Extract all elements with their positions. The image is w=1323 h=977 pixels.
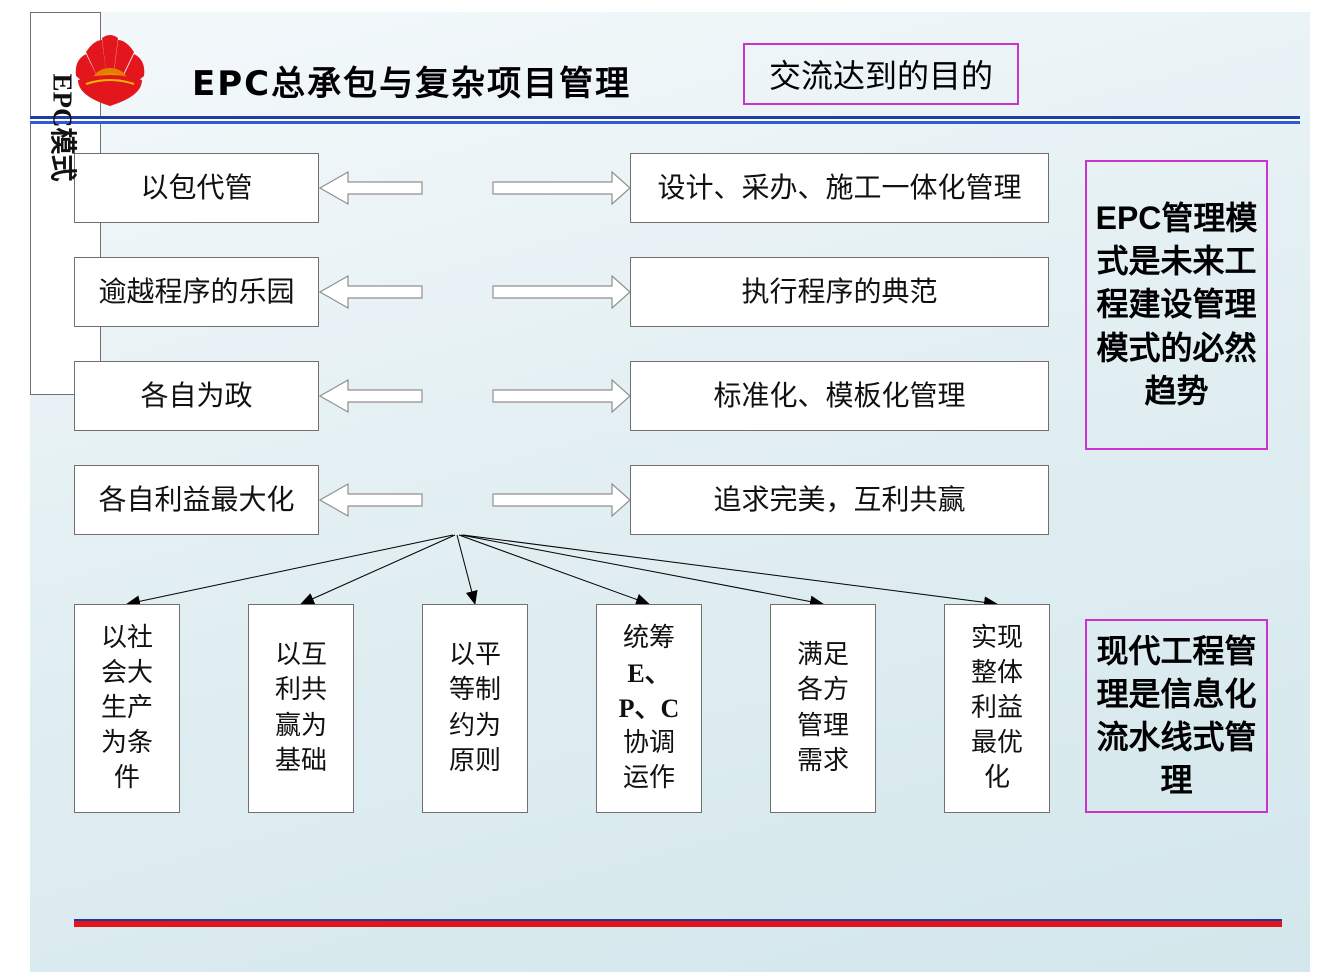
bottom-item-line: 化 xyxy=(983,763,1010,794)
left-item-label: 各自利益最大化 xyxy=(98,483,295,517)
right-item: 标准化、模板化管理 xyxy=(630,361,1049,431)
bottom-item-line: 基础 xyxy=(274,745,327,776)
right-block-arrow xyxy=(492,274,631,310)
right-item: 追求完美，互利共赢 xyxy=(630,465,1049,535)
right-item-label: 设计、采办、施工一体化管理 xyxy=(657,171,1022,205)
bottom-item-line: P、C xyxy=(618,693,680,723)
bottom-item-line: 协调 xyxy=(622,728,675,759)
bottom-item-line: E、 xyxy=(627,658,671,688)
bottom-item-line: 运作 xyxy=(622,763,675,794)
right-item: 设计、采办、施工一体化管理 xyxy=(630,153,1049,223)
bottom-item-line: 以社 xyxy=(100,622,153,653)
bottom-item-text: 以社 会大 生产 为条 件 xyxy=(101,621,153,796)
bottom-item-line: 实现 xyxy=(970,622,1023,653)
bottom-item-text: 以互 利共 赢为 基础 xyxy=(275,638,327,778)
bottom-item-text: 统筹 E、 P、C 协调 运作 xyxy=(619,621,680,796)
petrochina-logo-icon xyxy=(75,35,145,106)
left-block-arrow xyxy=(318,378,423,414)
fan-arrow xyxy=(458,534,650,606)
bottom-item-line: 利益 xyxy=(970,692,1023,723)
title-divider xyxy=(30,116,1300,124)
left-block-arrow xyxy=(318,482,423,518)
left-block-arrow xyxy=(318,170,423,206)
slide: EPC总承包与复杂项目管理 交流达到的目的 以包代管 逾越程序的乐园 各自为政 … xyxy=(30,12,1310,972)
bottom-item-text: 以平 等制 约为 原则 xyxy=(449,638,501,778)
fan-arrow xyxy=(126,534,454,608)
bottom-item-line: 需求 xyxy=(796,745,849,776)
left-item: 逾越程序的乐园 xyxy=(74,257,319,327)
right-block-arrow xyxy=(492,378,631,414)
bottom-item-line: 赢为 xyxy=(274,710,327,741)
left-item: 各自利益最大化 xyxy=(74,465,319,535)
bottom-item-line: 为条 xyxy=(100,728,153,759)
left-block-arrows xyxy=(318,170,423,518)
page-title: EPC总承包与复杂项目管理 xyxy=(192,64,632,104)
bottom-item-line: 等制 xyxy=(448,675,501,706)
connector-layer xyxy=(126,170,998,609)
side-note-info: 现代工程管理是信息化流水线式管理 xyxy=(1085,619,1268,813)
fan-arrow xyxy=(300,534,456,605)
fan-arrow xyxy=(456,534,478,605)
bottom-item-line: 管理 xyxy=(796,710,849,741)
bottom-item-line: 以互 xyxy=(274,640,327,671)
bottom-item: 以平 等制 约为 原则 xyxy=(422,604,528,813)
bottom-item: 以互 利共 赢为 基础 xyxy=(248,604,354,813)
bottom-item: 满足 各方 管理 需求 xyxy=(770,604,876,813)
bottom-item-line: 生产 xyxy=(100,692,153,723)
right-block-arrows xyxy=(492,170,631,518)
bottom-item-line: 统筹 xyxy=(622,622,675,653)
bottom-item-line: 会大 xyxy=(100,657,153,688)
bottom-item: 实现 整体 利益 最优 化 xyxy=(944,604,1050,813)
bottom-item-text: 实现 整体 利益 最优 化 xyxy=(971,621,1023,796)
fan-arrow xyxy=(460,534,824,608)
bottom-item-line: 原则 xyxy=(448,745,501,776)
right-block-arrow xyxy=(492,482,631,518)
bottom-item-line: 最优 xyxy=(970,728,1023,759)
bottom-item-line: 约为 xyxy=(448,710,501,741)
subtitle-box: 交流达到的目的 xyxy=(743,43,1019,105)
center-node-label: EPC模式 xyxy=(47,73,78,182)
left-item-label: 逾越程序的乐园 xyxy=(98,275,295,309)
side-note-text: 现代工程管理是信息化流水线式管理 xyxy=(1096,632,1257,799)
fan-arrows xyxy=(126,534,998,609)
side-note-trend: EPC管理模式是未来工程建设管理模式的必然趋势 xyxy=(1085,160,1268,450)
bottom-item-line: 件 xyxy=(113,763,140,794)
right-item-label: 执行程序的典范 xyxy=(741,275,938,309)
fan-arrow xyxy=(462,534,998,609)
left-block-arrow xyxy=(318,274,423,310)
left-item: 以包代管 xyxy=(74,153,319,223)
bottom-item: 以社 会大 生产 为条 件 xyxy=(74,604,180,813)
right-item-label: 追求完美，互利共赢 xyxy=(713,483,966,517)
left-item-label: 以包代管 xyxy=(140,171,253,205)
right-block-arrow xyxy=(492,170,631,206)
bottom-item: 统筹 E、 P、C 协调 运作 xyxy=(596,604,702,813)
bottom-item-line: 整体 xyxy=(970,657,1023,688)
bottom-item-line: 以平 xyxy=(448,640,501,671)
bottom-item-line: 满足 xyxy=(796,640,849,671)
bottom-item-text: 满足 各方 管理 需求 xyxy=(797,638,849,778)
left-item-label: 各自为政 xyxy=(140,379,253,413)
side-note-text: EPC管理模式是未来工程建设管理模式的必然趋势 xyxy=(1095,200,1258,409)
footer-divider xyxy=(74,919,1282,927)
bottom-item-line: 利共 xyxy=(274,675,327,706)
right-item: 执行程序的典范 xyxy=(630,257,1049,327)
right-item-label: 标准化、模板化管理 xyxy=(713,379,966,413)
bottom-item-line: 各方 xyxy=(796,675,849,706)
left-item: 各自为政 xyxy=(74,361,319,431)
